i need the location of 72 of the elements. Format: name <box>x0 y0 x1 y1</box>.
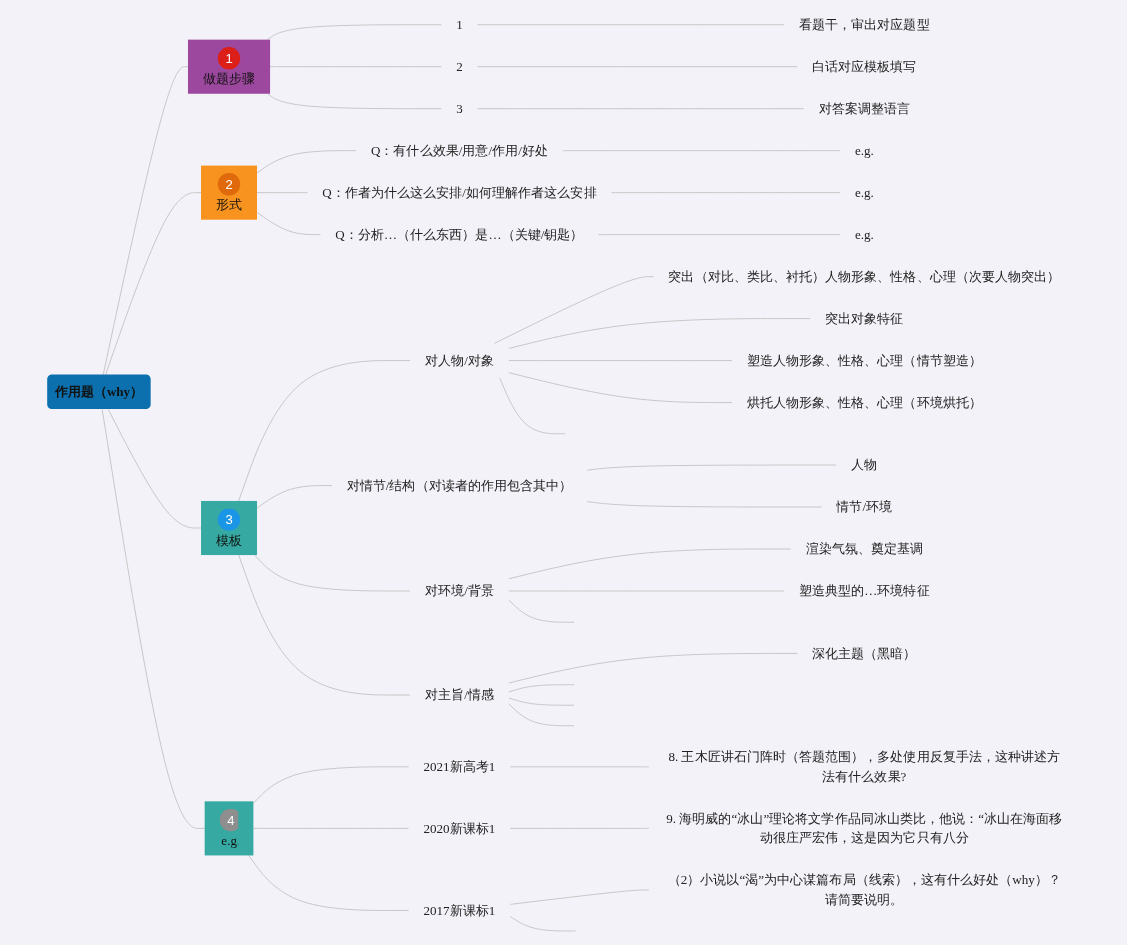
connector <box>508 703 575 727</box>
connector <box>477 24 785 26</box>
connector <box>256 150 357 174</box>
node-text: 突出（对比、类比、衬托）人物形象、性格、心理（次要人物突出） <box>668 269 1061 284</box>
connector <box>256 211 321 236</box>
node-text: e.g. <box>854 227 874 242</box>
connector <box>256 192 308 194</box>
connector <box>248 854 410 911</box>
connector <box>252 827 410 829</box>
connector <box>101 409 206 829</box>
node-text: 对主旨/情感 <box>424 687 494 702</box>
connector <box>256 485 333 509</box>
node-text: （2）小说以“渴”为中心谋篇布局（线索），这有什么好处（why）？请简要说明。 <box>667 873 1061 907</box>
node-text: 烘托人物形象、性格、心理（环境烘托） <box>746 395 982 410</box>
connector <box>508 599 575 623</box>
connector <box>267 24 442 41</box>
connector <box>508 360 733 362</box>
connector <box>586 501 822 508</box>
node-text: 对情节/结构（对读者的作用包含其中） <box>346 478 573 493</box>
connector <box>267 93 442 110</box>
node-text: 人物 <box>851 458 878 473</box>
node-text: Q：作者为什么这么安排/如何理解作者这么安排 <box>322 185 597 200</box>
node-text: 8. 王木匠讲石门阵时（答题范围），多处使用反复手法，这种讲述方法有什么效果? <box>668 750 1061 784</box>
node-text: 塑造典型的…环境特征 <box>799 583 930 598</box>
node-box: 作用题（why） <box>47 374 151 410</box>
connector <box>499 377 566 435</box>
connector <box>494 276 654 344</box>
node-text: 塑造人物形象、性格、心理（情节塑造） <box>746 353 982 368</box>
connector <box>508 697 575 706</box>
node-text: 3 <box>456 101 463 116</box>
node-text: 看题干，审出对应题型 <box>799 17 930 32</box>
node-text: 2021新高考1 <box>423 759 496 774</box>
node-text: Q：分析…（什么东西）是…（关键/钥匙） <box>335 227 584 242</box>
connector <box>586 464 837 471</box>
connector <box>269 66 442 68</box>
connector <box>508 372 733 403</box>
connector <box>611 192 841 194</box>
connector <box>509 916 577 932</box>
node-text: 深化主题（黑暗） <box>812 646 917 661</box>
node-text: 1 <box>456 17 463 32</box>
connector <box>562 150 841 152</box>
connector <box>238 360 411 502</box>
node-text: e.g. <box>854 143 874 158</box>
connector <box>508 548 792 580</box>
node-text: 突出对象特征 <box>825 311 904 326</box>
connector <box>477 66 798 68</box>
connector <box>102 66 189 376</box>
connector <box>509 827 650 829</box>
connector <box>509 766 650 768</box>
connector <box>105 192 202 376</box>
node-text: 对答案调整语言 <box>818 101 911 116</box>
node-text: 9. 海明威的“冰山”理论将文学作品同冰山类比，他说：“冰山在海面移动很庄严宏伟，这是因为它只有八分 <box>666 811 1063 846</box>
node-text: 2 <box>456 59 463 74</box>
connector <box>508 318 811 349</box>
node-text: 对环境/背景 <box>424 583 494 598</box>
connector <box>107 409 202 529</box>
node-text: 情节/环境 <box>836 500 893 515</box>
node-text: 对人物/对象 <box>424 353 494 368</box>
connector <box>254 554 411 592</box>
node-text: 2017新课标1 <box>423 903 496 918</box>
node-text: 2020新课标1 <box>423 821 496 836</box>
connector <box>252 766 410 804</box>
node-text: e.g. <box>854 185 874 200</box>
connector <box>509 889 650 905</box>
connector <box>508 653 798 684</box>
connector <box>508 684 575 693</box>
node-text: 渲染气氛、奠定基调 <box>805 542 924 556</box>
connector <box>238 554 411 696</box>
node-text: 白话对应模板填写 <box>812 59 917 74</box>
connector <box>597 234 841 236</box>
connector <box>477 108 805 110</box>
node-text: Q：有什么效果/用意/作用/好处 <box>370 143 548 158</box>
